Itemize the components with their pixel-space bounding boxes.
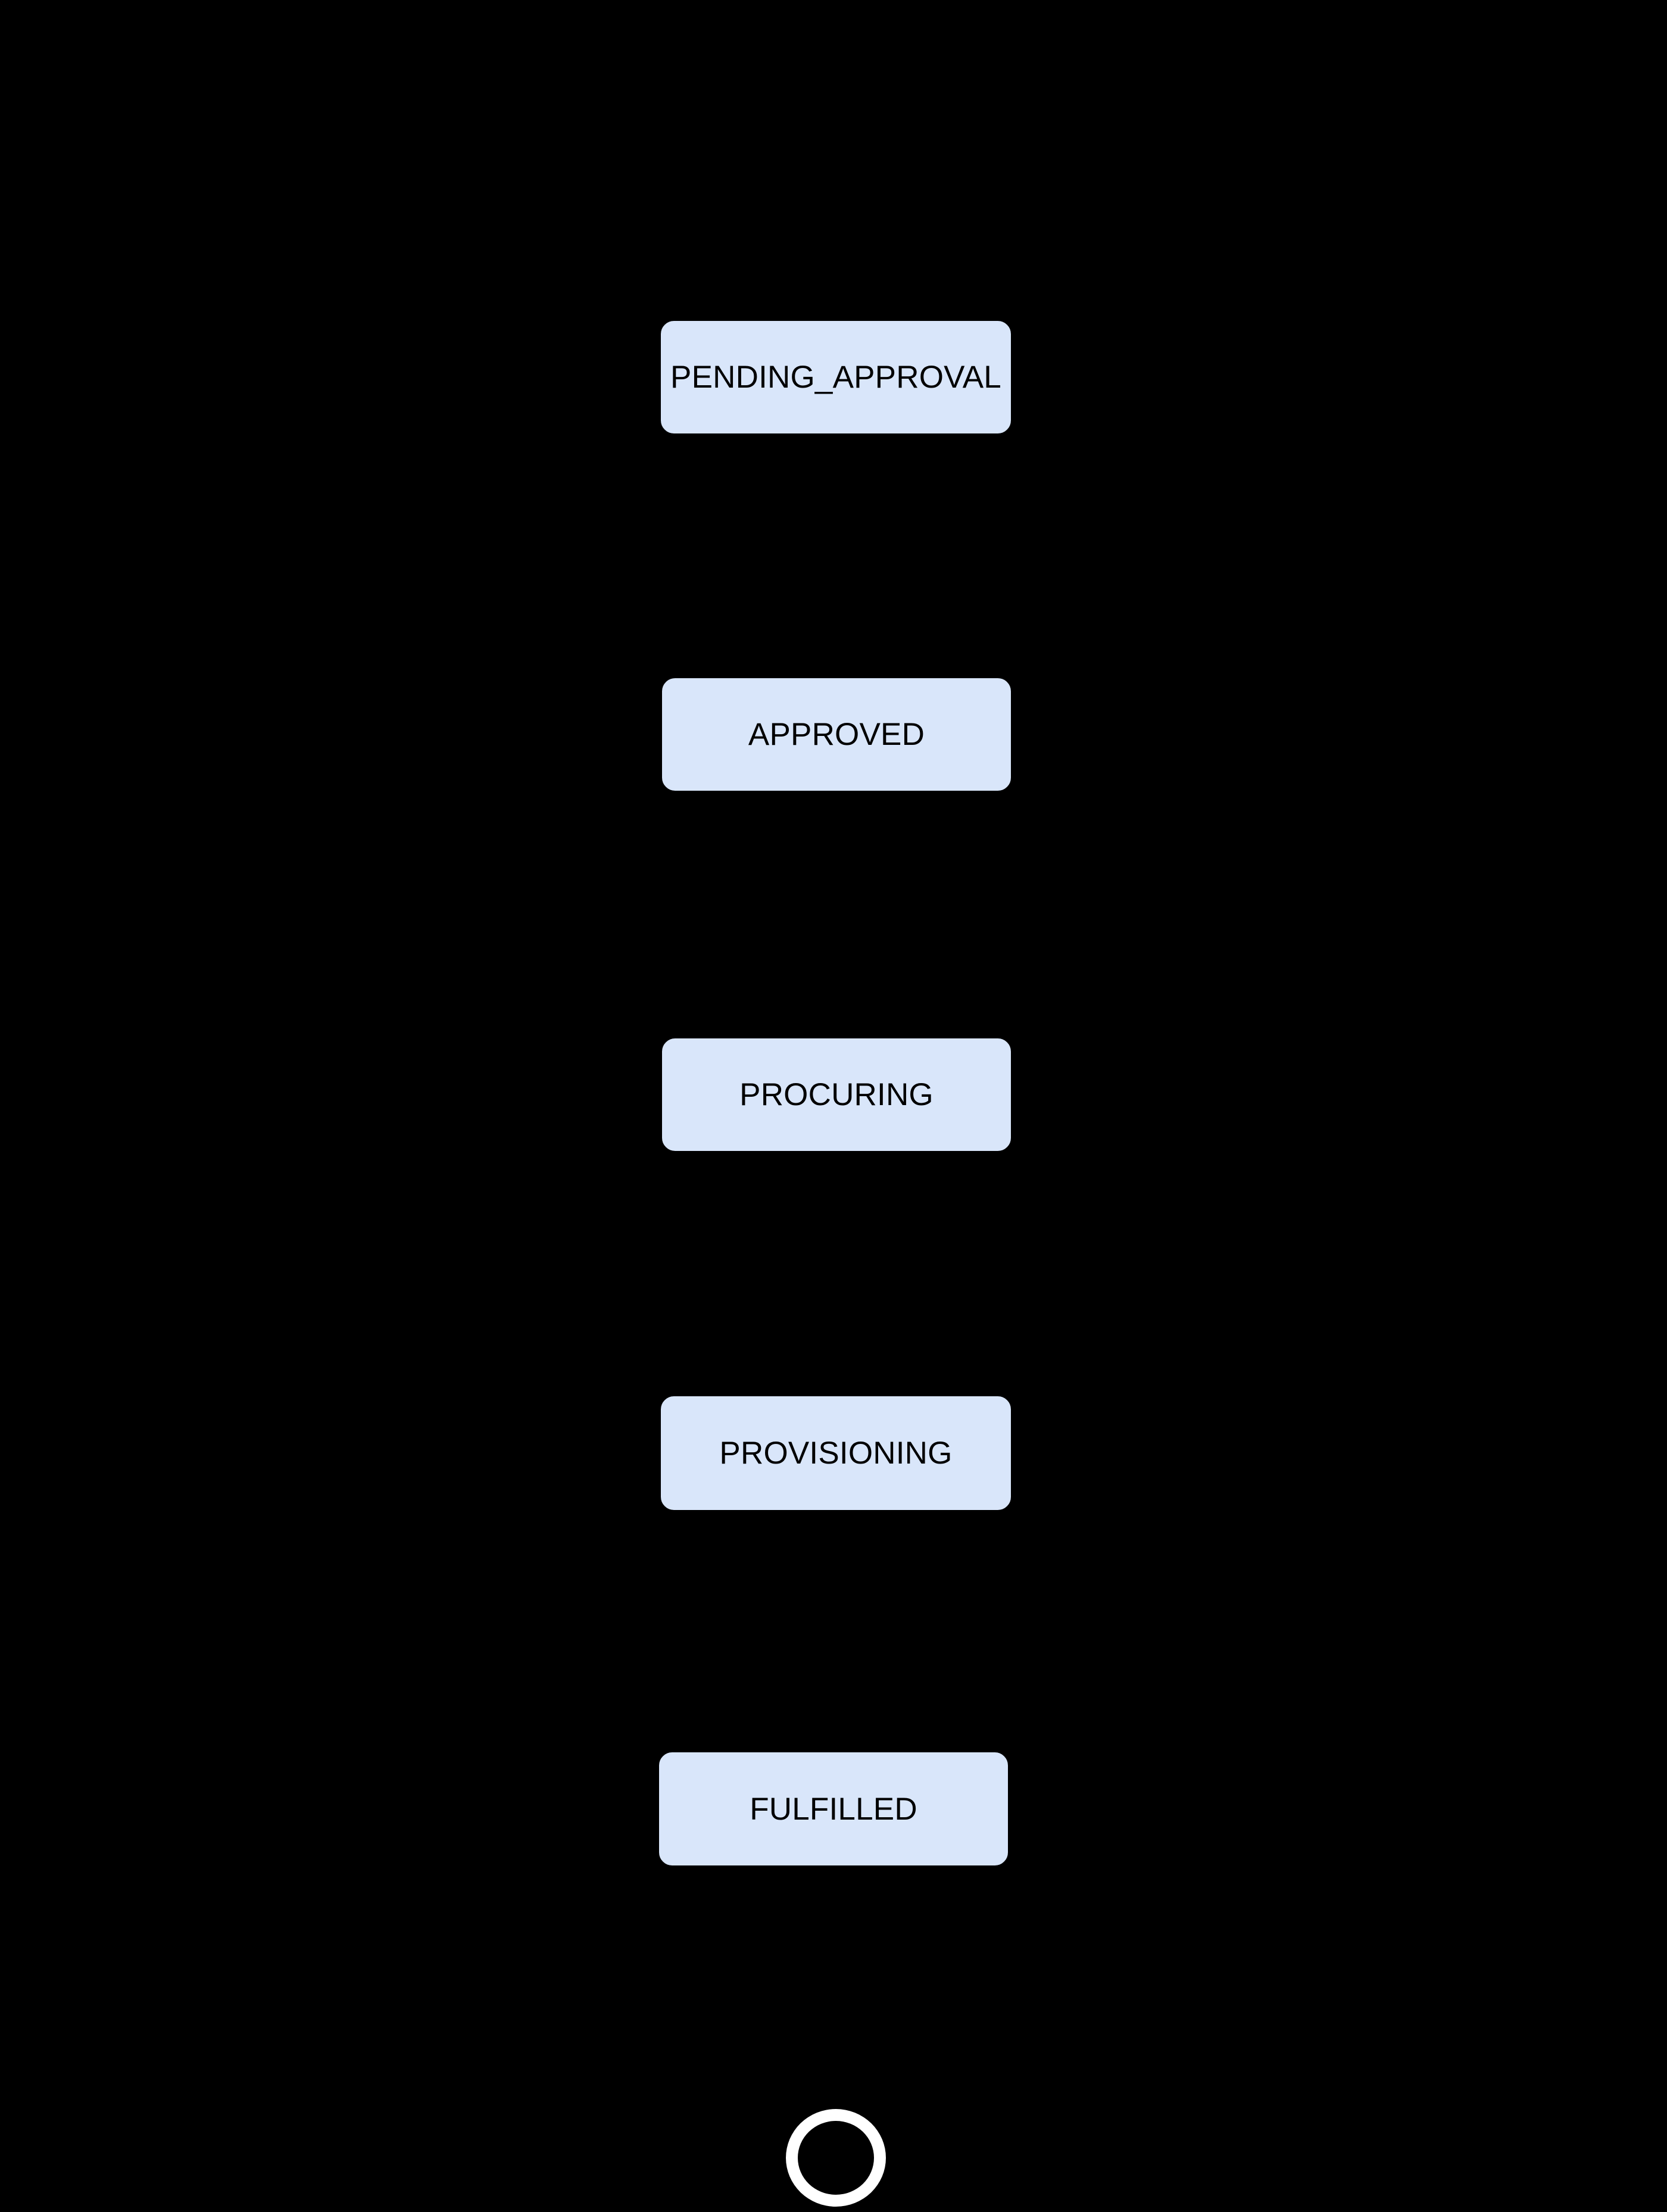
state-node-procuring[interactable]: PROCURING bbox=[661, 1037, 1012, 1152]
state-node-label: APPROVED bbox=[748, 717, 925, 752]
state-node-label: PROCURING bbox=[739, 1077, 934, 1112]
edge-procuring-to-provisioning bbox=[833, 1152, 836, 1371]
edge-arrowhead-end bbox=[827, 2085, 842, 2097]
edge-arrowhead-approved bbox=[827, 653, 842, 665]
state-node-label: FULFILLED bbox=[750, 1791, 917, 1827]
state-node-approved[interactable]: APPROVED bbox=[661, 677, 1012, 792]
edge-approved-to-procuring bbox=[833, 792, 836, 1013]
edge-arrowhead-provisioning bbox=[827, 1371, 842, 1383]
edge-provisioning-to-fulfilled bbox=[833, 1511, 836, 1727]
edge-pending-approval-to-approved bbox=[833, 435, 836, 653]
state-node-label: PROVISIONING bbox=[719, 1436, 953, 1471]
state-node-provisioning[interactable]: PROVISIONING bbox=[660, 1395, 1012, 1511]
state-node-pending-approval[interactable]: PENDING_APPROVAL bbox=[660, 320, 1012, 435]
edge-arrowhead-procuring bbox=[827, 1013, 842, 1025]
end-state-node[interactable] bbox=[786, 2109, 886, 2207]
edge-fulfilled-to-end bbox=[833, 1867, 836, 2085]
edge-arrowhead-fulfilled bbox=[827, 1727, 842, 1739]
state-node-label: PENDING_APPROVAL bbox=[670, 360, 1001, 395]
state-node-fulfilled[interactable]: FULFILLED bbox=[658, 1751, 1009, 1867]
